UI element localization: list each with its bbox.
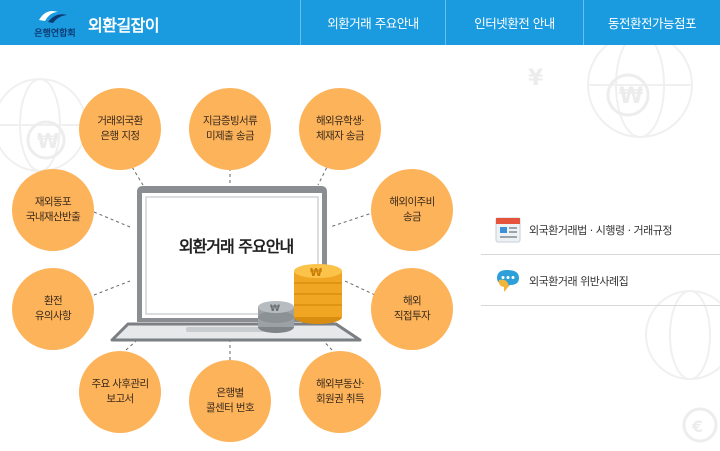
circle-label: 환전 유의사항 <box>34 295 72 322</box>
diagram-illustration: ₩ ₩ <box>93 132 376 360</box>
center-label: 외환거래 주요안내 <box>178 237 294 256</box>
fx-guide-diagram: ₩ ₩ 외환거래 주요안내 거래외국환 은행 지정 지급증빙서류 미제출 송금 … <box>0 45 470 451</box>
panel-link-fx-law[interactable]: 외국환거래법 · 시행령 · 거래규정 <box>481 205 720 255</box>
circle-overseas-student-remittance[interactable]: 해외유학생· 체재자 송금 <box>299 88 381 170</box>
circle-emigration-fund-remittance[interactable]: 해외이주비 송금 <box>371 169 453 251</box>
circle-label: 은행별 콜센터 번호 <box>205 387 255 414</box>
circle-label: 해외부동산· 회원권 취득 <box>315 378 365 405</box>
svg-text:€: € <box>691 417 703 436</box>
svg-text:¥: ¥ <box>528 66 544 91</box>
circle-overseas-direct-investment[interactable]: 해외 직접투자 <box>371 268 453 350</box>
circle-overseas-korean-asset-export[interactable]: 재외동포 국내재산반출 <box>12 169 94 251</box>
circle-fx-bank-designation[interactable]: 거래외국환 은행 지정 <box>79 88 161 170</box>
circle-bank-callcenter-numbers[interactable]: 은행별 콜센터 번호 <box>189 360 271 442</box>
gold-coins-icon: ₩ <box>294 264 342 324</box>
silver-coins-icon: ₩ <box>258 301 294 333</box>
circle-overseas-realestate-membership[interactable]: 해외부동산· 회원권 취득 <box>299 351 381 433</box>
panel-link-violation-cases[interactable]: 외국환거래 위반사례집 <box>481 256 720 306</box>
main-nav: 외환거래 주요안내 인터넷환전 안내 동전환전가능점포 <box>300 0 720 45</box>
nav-item-internet-exchange[interactable]: 인터넷환전 안내 <box>445 0 583 45</box>
document-icon <box>495 217 521 242</box>
logo-text: 은행연합회 <box>34 29 76 39</box>
site-title[interactable]: 외환길잡이 <box>88 16 160 35</box>
laptop-icon <box>110 186 362 342</box>
circle-label: 해외유학생· 체재자 송금 <box>315 115 365 142</box>
background-decoration: ₩ ₩ ¥ € <box>0 45 720 443</box>
circle-label: 주요 사후관리 보고서 <box>91 378 149 405</box>
circle-post-management-report[interactable]: 주요 사후관리 보고서 <box>79 351 161 433</box>
nav-item-coin-exchange-branches[interactable]: 동전환전가능점포 <box>583 0 720 45</box>
circle-label: 해외이주비 송금 <box>389 196 435 223</box>
circle-label: 지급증빙서류 미제출 송금 <box>202 115 258 142</box>
svg-text:₩: ₩ <box>37 129 59 153</box>
svg-text:₩: ₩ <box>270 304 280 314</box>
circle-unsubmitted-proof-remittance[interactable]: 지급증빙서류 미제출 송금 <box>189 88 271 170</box>
nav-item-fx-guide[interactable]: 외환거래 주요안내 <box>300 0 445 45</box>
circle-label: 거래외국환 은행 지정 <box>97 115 143 142</box>
logo[interactable]: 은행연합회 <box>26 6 84 40</box>
logo-mark-icon <box>39 11 67 23</box>
panel-link-label: 외국환거래법 · 시행령 · 거래규정 <box>529 223 673 237</box>
panel-link-label: 외국환거래 위반사례집 <box>529 274 629 288</box>
circle-exchange-precautions[interactable]: 환전 유의사항 <box>12 268 94 350</box>
svg-text:₩: ₩ <box>619 84 643 109</box>
speech-bubble-icon <box>497 269 519 292</box>
circle-label: 해외 직접투자 <box>393 295 431 322</box>
header: 은행연합회 외환길잡이 외환거래 주요안내 인터넷환전 안내 동전환전가능점포 <box>0 0 720 45</box>
circle-label: 재외동포 국내재산반출 <box>25 196 81 223</box>
svg-text:₩: ₩ <box>310 266 322 279</box>
